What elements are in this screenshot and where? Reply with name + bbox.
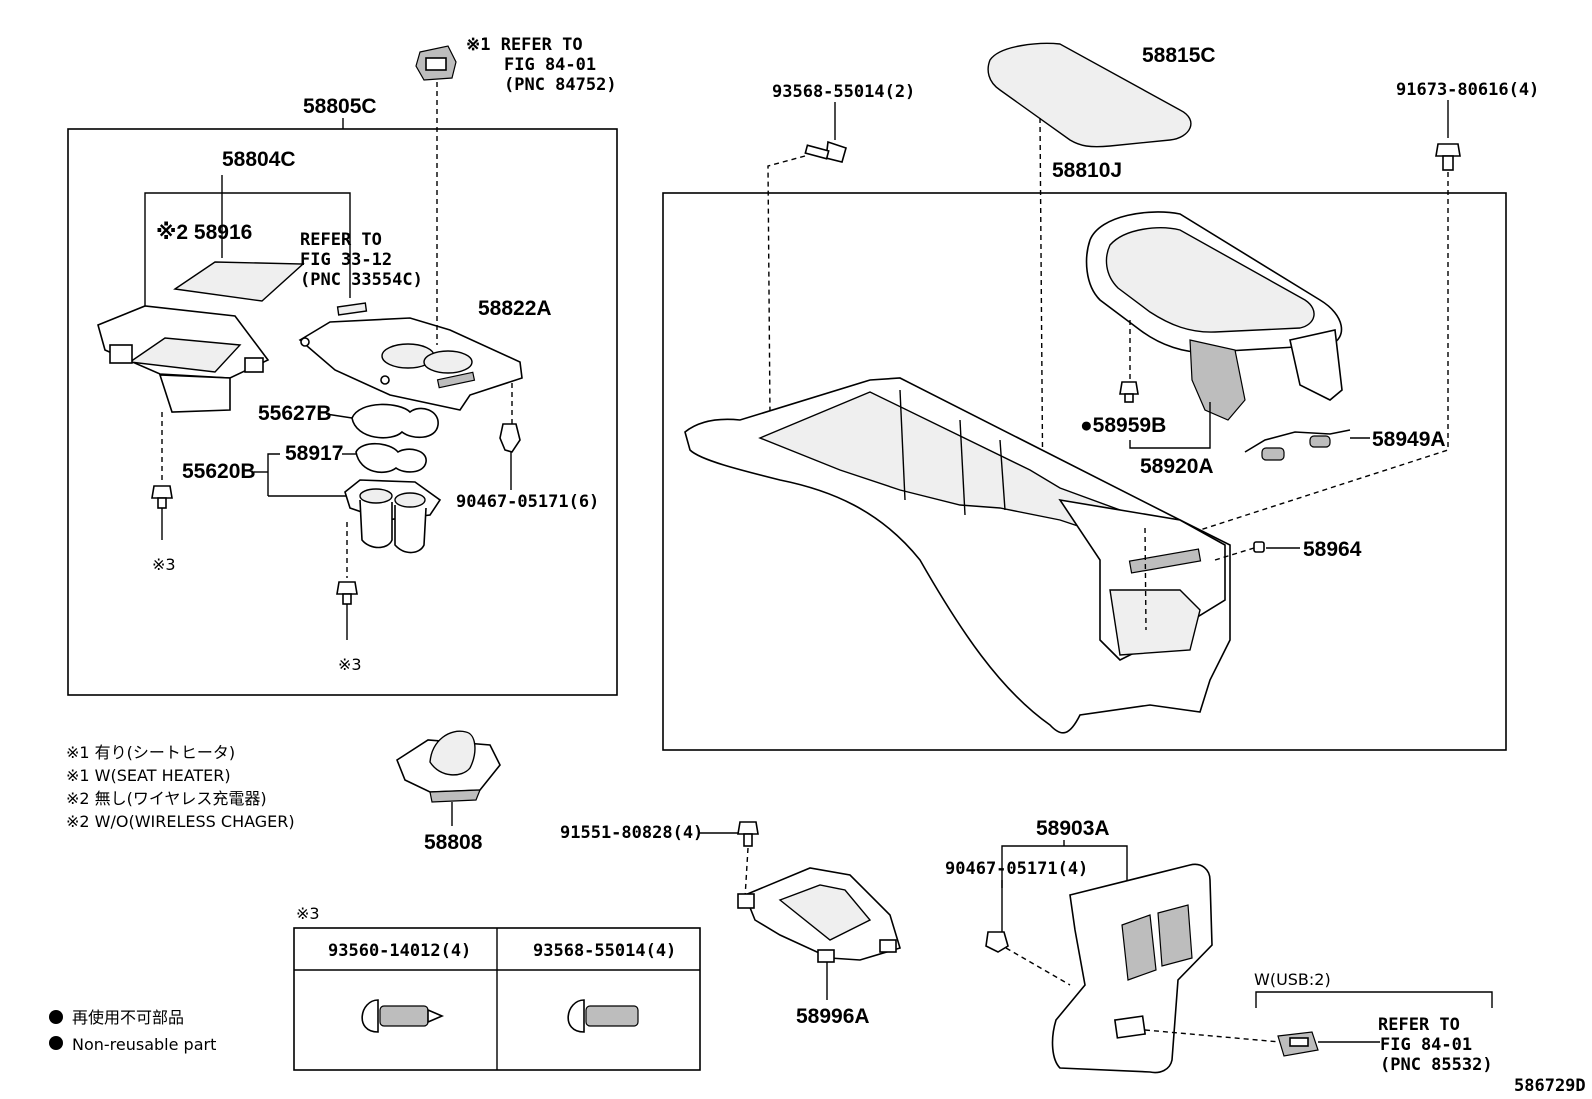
clip-58964 [1253,541,1265,553]
label-93568-top: 93568-55014(2) [772,82,915,102]
screw-93568 [567,999,639,1033]
usb-port [1277,1031,1319,1057]
label-58822a: 58822A [478,297,552,320]
armrest-cover-58815c [987,42,1192,148]
ref3-a: ※3 [152,555,176,574]
label-58949a: 58949A [1372,428,1446,451]
bolt-91551 [737,821,759,847]
label-58964: 58964 [1303,538,1362,561]
shift-boot-58808 [396,730,501,803]
ref3-table-header-2: 93568-55014(4) [533,941,676,961]
non-reusable-dot-1 [49,1010,63,1024]
drawing-id: 586729D [1514,1076,1586,1096]
seat-heater-switch [415,45,457,81]
refer-fig-84-01-bottom: REFER TO FIG 84-01 (PNC 85532) [1378,1015,1493,1075]
screw-93560 [361,999,445,1033]
label-58815c: 58815C [1142,44,1216,67]
label-91673: 91673-80616(4) [1396,80,1539,100]
label-55627b: 55627B [258,402,332,425]
gasket-55627b [351,403,439,439]
ref3-table-header-1: 93560-14012(4) [328,941,471,961]
label-58916: ※2 58916 [156,221,252,244]
bolt-93568-top [804,140,847,163]
label-58810j: 58810J [1052,159,1122,182]
label-58805c: 58805C [303,95,377,118]
rear-panel-58903a [1051,863,1213,1074]
shift-plate-58822a [298,317,523,411]
console-tray-58804c [97,305,270,413]
assembly-box-58805c [67,128,618,696]
clip-58959b [1119,381,1139,403]
legend-en: Non-reusable part [72,1035,216,1054]
label-55620b: 55620B [182,460,256,483]
refer-fig-33-12: REFER TO FIG 33-12 (PNC 33554C) [300,230,423,290]
cup-holder-55620b [344,479,442,554]
clip-90467-a [499,423,521,453]
label-58996a: 58996A [796,1005,870,1028]
wireless-pad-58916 [173,261,305,302]
assembly-box-58810j [662,192,1507,751]
clip-90467-b [985,931,1009,953]
label-58917: 58917 [285,442,343,465]
gasket-58917 [355,442,427,474]
screw-center [336,581,358,605]
console-body-58810j [684,377,1231,734]
label-58920a: 58920A [1140,455,1214,478]
hinge-58949a [1244,429,1351,461]
refer-fig-84-01-top: ※1 REFER TO FIG 84-01 (PNC 84752) [466,35,617,95]
label-90467-b: 90467-05171(4) [945,859,1088,879]
label-usb: W(USB:2) [1254,970,1331,989]
screw-left [151,485,173,509]
non-reusable-dot-2 [49,1036,63,1050]
bracket-58996a [737,867,901,963]
label-90467-a: 90467-05171(6) [456,492,599,512]
ref3-table-title: ※3 [296,904,320,923]
label-58808: 58808 [424,831,483,854]
ref3-b: ※3 [338,655,362,674]
armrest-lid-58920a [1085,211,1343,421]
bolt-91673 [1435,143,1461,171]
label-91551: 91551-80828(4) [560,823,703,843]
label-58804c: 58804C [222,148,296,171]
ref3-table [293,927,701,1071]
label-58903a: 58903A [1036,817,1110,840]
legend-jp: 再使用不可部品 [72,1008,184,1027]
label-58959b: ●58959B [1080,414,1166,437]
notes: ※1 有り(シートヒータ) ※1 W(SEAT HEATER) ※2 無し(ワイ… [66,743,295,831]
